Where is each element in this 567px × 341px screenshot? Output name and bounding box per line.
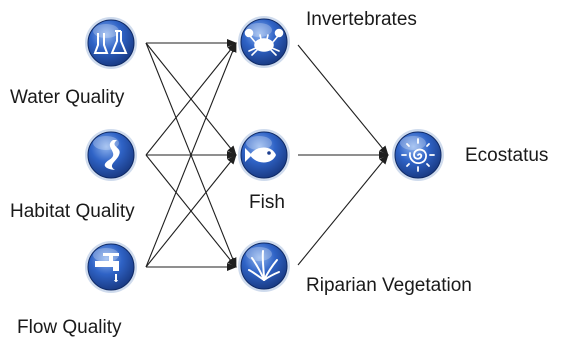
arrow-flow-to-invertebrates	[145, 42, 237, 268]
response-label-riparian: Riparian Vegetation	[306, 275, 472, 296]
arrow-invertebrates-to-ecostatus	[297, 44, 389, 156]
water-tap-icon	[85, 241, 137, 293]
driver-label-habitat: Habitat Quality	[10, 201, 135, 222]
driver-label-flow: Flow Quality	[17, 317, 122, 338]
driver-label-water: Water Quality	[10, 87, 125, 108]
response-label-invertebrates: Invertebrates	[306, 9, 417, 30]
sun-spiral-icon	[392, 129, 444, 181]
response-label-fish: Fish	[249, 192, 285, 213]
response-to-outcome-arrows	[297, 44, 389, 266]
arrow-riparian-to-ecostatus	[297, 154, 389, 266]
arrow-habitat-to-invertebrates	[145, 42, 237, 156]
driver-to-response-arrows	[145, 39, 237, 271]
river-icon	[85, 129, 137, 181]
outcome-label-ecostatus: Ecostatus	[465, 145, 549, 166]
reed-plant-icon	[238, 240, 290, 292]
arrow-flow-to-fish	[145, 154, 237, 268]
lab-flasks-icon	[85, 17, 137, 69]
crab-icon	[238, 16, 290, 68]
fish-icon	[238, 129, 290, 181]
